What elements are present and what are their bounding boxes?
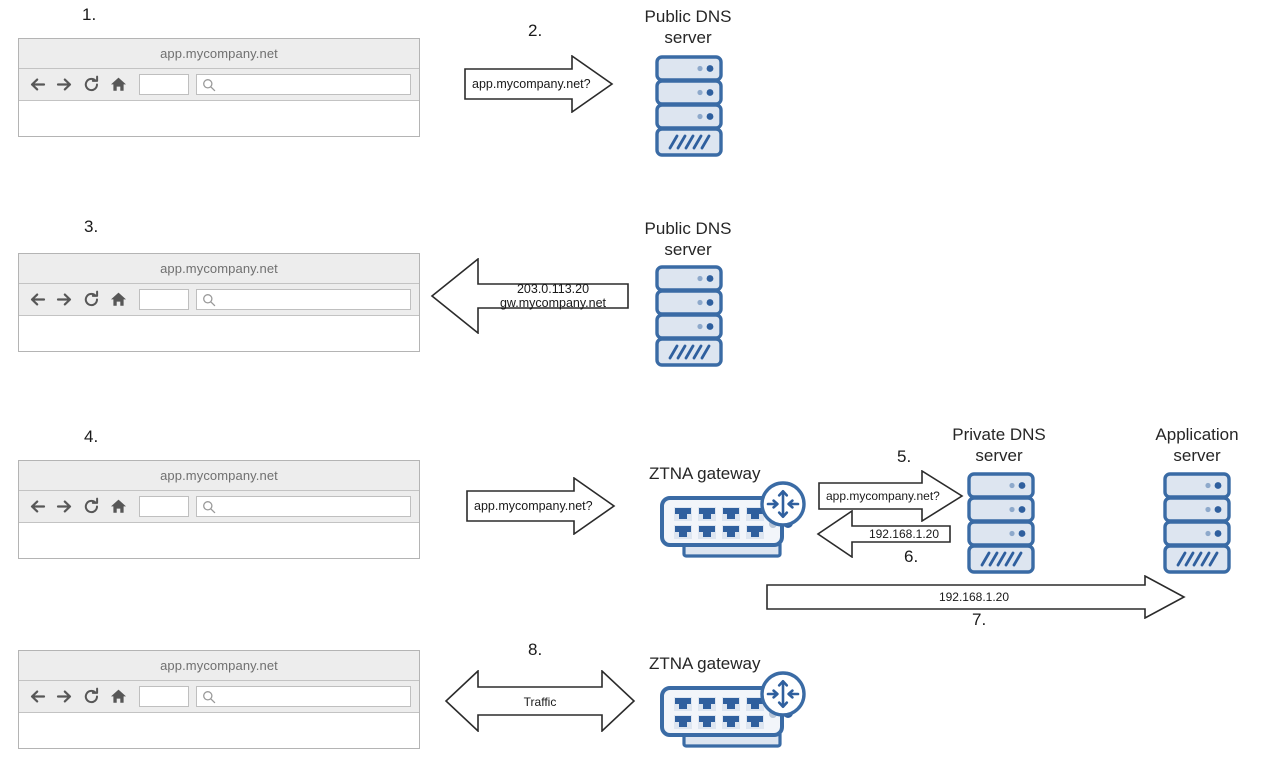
arrow-step-5: app.mycompany.net? bbox=[818, 469, 964, 523]
reload-icon[interactable] bbox=[79, 495, 103, 519]
reload-icon[interactable] bbox=[79, 685, 103, 709]
server-icon-app-server bbox=[1162, 472, 1232, 574]
browser-toolbar bbox=[19, 491, 419, 523]
home-icon[interactable] bbox=[106, 495, 130, 519]
browser-title: app.mycompany.net bbox=[160, 468, 278, 483]
search-icon bbox=[203, 500, 216, 513]
arrow-step-8-label: Traffic bbox=[524, 695, 557, 709]
step-number-3: 3. bbox=[84, 217, 99, 236]
node-label-private-dns: Private DNS server bbox=[952, 425, 1046, 466]
arrow-step-4: app.mycompany.net? bbox=[466, 476, 616, 536]
arrow-step-7-label: 192.168.1.20 bbox=[939, 590, 1009, 604]
arrow-step-5-label: app.mycompany.net? bbox=[826, 489, 940, 503]
browser-toolbar bbox=[19, 69, 419, 101]
search-input[interactable] bbox=[196, 74, 411, 95]
browser-title: app.mycompany.net bbox=[160, 658, 278, 673]
browser-titlebar: app.mycompany.net bbox=[19, 651, 419, 681]
browser-window-1[interactable]: app.mycompany.net bbox=[18, 38, 420, 137]
back-arrow-icon[interactable] bbox=[25, 495, 49, 519]
step-number-6: 6. bbox=[904, 547, 919, 566]
back-arrow-icon[interactable] bbox=[25, 73, 49, 97]
browser-viewport bbox=[19, 316, 419, 351]
node-label-ztna-gateway-1: ZTNA gateway bbox=[649, 464, 761, 483]
reload-icon[interactable] bbox=[79, 288, 103, 312]
home-icon[interactable] bbox=[106, 288, 130, 312]
step-number-4: 4. bbox=[84, 427, 99, 446]
browser-titlebar: app.mycompany.net bbox=[19, 39, 419, 69]
browser-viewport bbox=[19, 713, 419, 748]
search-icon bbox=[203, 293, 216, 306]
step-number-2: 2. bbox=[528, 21, 543, 40]
node-label-public-dns-2: Public DNS server bbox=[644, 219, 732, 260]
browser-toolbar bbox=[19, 284, 419, 316]
server-icon-public-dns-2 bbox=[654, 265, 724, 367]
url-input[interactable] bbox=[139, 74, 189, 95]
reload-icon[interactable] bbox=[79, 73, 103, 97]
home-icon[interactable] bbox=[106, 685, 130, 709]
search-icon bbox=[203, 690, 216, 703]
arrow-step-4-label: app.mycompany.net? bbox=[474, 499, 593, 513]
step-number-8: 8. bbox=[528, 640, 543, 659]
arrow-step-7: 192.168.1.20 bbox=[766, 574, 1186, 620]
forward-arrow-icon[interactable] bbox=[52, 73, 76, 97]
arrow-step-3-label-line1: 203.0.113.20 bbox=[517, 282, 589, 296]
browser-window-2[interactable]: app.mycompany.net bbox=[18, 253, 420, 352]
forward-arrow-icon[interactable] bbox=[52, 685, 76, 709]
home-icon[interactable] bbox=[106, 73, 130, 97]
browser-titlebar: app.mycompany.net bbox=[19, 461, 419, 491]
arrow-step-6: 192.168.1.20 bbox=[816, 509, 952, 559]
node-label-app-server: Application server bbox=[1155, 425, 1239, 466]
forward-arrow-icon[interactable] bbox=[52, 495, 76, 519]
step-number-1: 1. bbox=[82, 5, 97, 24]
search-input[interactable] bbox=[196, 496, 411, 517]
arrow-step-8: Traffic bbox=[444, 669, 636, 733]
gateway-icon-1 bbox=[656, 480, 811, 565]
browser-toolbar bbox=[19, 681, 419, 713]
node-label-public-dns-1: Public DNS server bbox=[644, 7, 732, 48]
arrow-step-2-label: app.mycompany.net? bbox=[472, 77, 591, 91]
arrow-step-3-label-line2: gw.mycompany.net bbox=[500, 296, 607, 310]
arrow-step-3: 203.0.113.20 gw.mycompany.net bbox=[430, 257, 630, 335]
step-number-7: 7. bbox=[972, 610, 987, 629]
arrow-step-6-label: 192.168.1.20 bbox=[869, 527, 939, 541]
search-input[interactable] bbox=[196, 289, 411, 310]
url-input[interactable] bbox=[139, 686, 189, 707]
gateway-icon-2 bbox=[656, 670, 811, 755]
forward-arrow-icon[interactable] bbox=[52, 288, 76, 312]
browser-window-4[interactable]: app.mycompany.net bbox=[18, 650, 420, 749]
browser-title: app.mycompany.net bbox=[160, 261, 278, 276]
browser-viewport bbox=[19, 101, 419, 136]
back-arrow-icon[interactable] bbox=[25, 288, 49, 312]
browser-viewport bbox=[19, 523, 419, 558]
server-icon-private-dns bbox=[966, 472, 1036, 574]
server-icon-public-dns-1 bbox=[654, 55, 724, 157]
browser-window-3[interactable]: app.mycompany.net bbox=[18, 460, 420, 559]
node-label-ztna-gateway-2: ZTNA gateway bbox=[649, 654, 761, 673]
search-input[interactable] bbox=[196, 686, 411, 707]
browser-title: app.mycompany.net bbox=[160, 46, 278, 61]
browser-titlebar: app.mycompany.net bbox=[19, 254, 419, 284]
arrow-step-2: app.mycompany.net? bbox=[464, 54, 614, 114]
back-arrow-icon[interactable] bbox=[25, 685, 49, 709]
search-icon bbox=[203, 78, 216, 91]
url-input[interactable] bbox=[139, 496, 189, 517]
step-number-5: 5. bbox=[897, 447, 912, 466]
url-input[interactable] bbox=[139, 289, 189, 310]
